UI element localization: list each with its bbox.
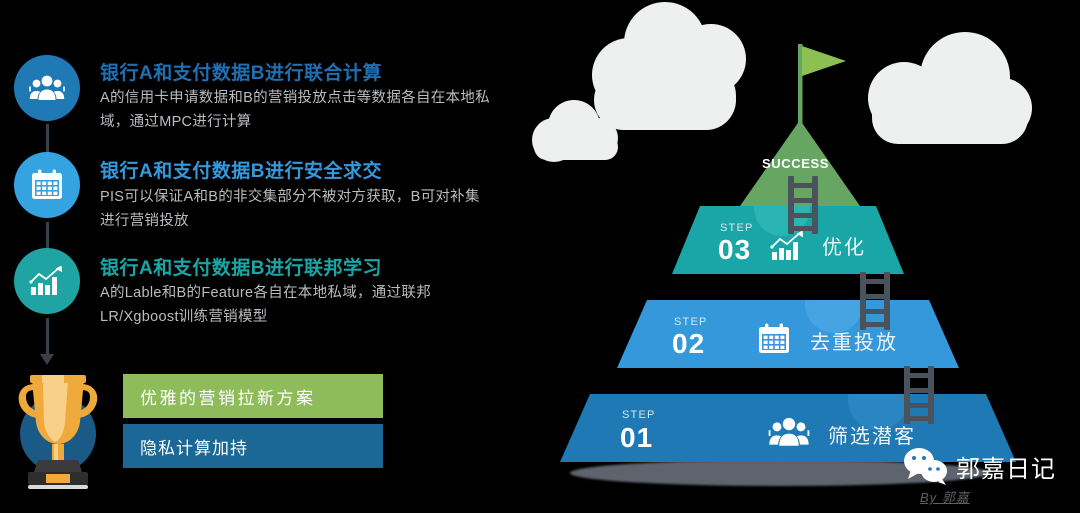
connector-line-2 <box>46 222 49 248</box>
summit-success-label: SUCCESS <box>762 156 830 171</box>
trophy-illustration <box>10 362 106 497</box>
solution-label-box[interactable]: 优雅的营销拉新方案 <box>123 374 383 418</box>
tier-03-title: 优化 <box>822 237 866 259</box>
tier-02-step-number: 02 <box>672 328 706 359</box>
group-people-icon <box>768 417 810 446</box>
growth-chart-icon-circle <box>14 248 80 314</box>
step-3-heading: 银行A和支付数据B进行联邦学习 <box>100 258 382 279</box>
step-2-heading: 银行A和支付数据B进行安全求交 <box>100 161 382 182</box>
calendar-icon-circle <box>14 152 80 218</box>
calendar-icon <box>759 323 789 353</box>
tier-01-step-number: 01 <box>620 422 654 453</box>
ladder-to-summit <box>786 176 820 239</box>
tier-03-step-label: STEP <box>720 222 754 234</box>
summit-shape <box>740 44 860 206</box>
watermark: 郭嘉日记 <box>902 446 1056 486</box>
connector-line-1 <box>46 124 49 154</box>
privacy-label-text: 隐私计算加持 <box>140 438 248 458</box>
connector-line-3 <box>46 318 49 360</box>
pyramid-panel: STEP 01 筛选潜客 STEP 02 <box>520 0 1080 513</box>
tier-01-step-label: STEP <box>622 409 656 421</box>
step-1-body: A的信用卡申请数据和B的营销投放点击等数据各自在本地私域，通过MPC进行计算 <box>100 90 490 130</box>
solution-label-text: 优雅的营销拉新方案 <box>140 388 316 408</box>
growth-chart-icon <box>770 230 803 260</box>
tier-03-step-number: 03 <box>718 234 752 265</box>
connector-arrow-icon <box>40 354 54 365</box>
step-3-body: A的Lable和B的Feature各自在本地私域，通过联邦LR/Xgboost训… <box>100 285 431 325</box>
wechat-icon <box>904 448 947 485</box>
step-2-body: PIS可以保证A和B的非交集部分不被对方获取，B可对补集进行营销投放 <box>100 189 480 229</box>
pyramid-tier-02[interactable]: STEP 02 <box>617 275 959 368</box>
tier-02-step-label: STEP <box>674 316 708 328</box>
tier-01-title: 筛选潜客 <box>828 426 916 448</box>
watermark-byline: By 郭嘉 <box>920 490 970 505</box>
growth-chart-icon <box>29 265 62 295</box>
step-1-heading: 银行A和支付数据B进行联合计算 <box>100 63 382 84</box>
ladder-tier-03-to-02 <box>858 272 892 335</box>
ladder-tier-02-to-01 <box>902 366 936 429</box>
pyramid-tier-01[interactable]: STEP 01 筛选潜客 <box>560 370 1016 462</box>
calendar-icon <box>32 169 62 199</box>
left-steps-panel: 银行A和支付数据B进行联合计算 A的信用卡申请数据和B的营销投放点击等数据各自在… <box>0 0 520 513</box>
privacy-label-box[interactable]: 隐私计算加持 <box>123 424 383 468</box>
pyramid-summit[interactable]: SUCCESS <box>720 38 880 210</box>
group-people-icon <box>29 75 65 100</box>
trophy-icon <box>18 375 98 489</box>
tier-02-title: 去重投放 <box>810 332 898 354</box>
watermark-name: 郭嘉日记 <box>956 455 1056 483</box>
group-people-icon-circle <box>14 55 80 121</box>
